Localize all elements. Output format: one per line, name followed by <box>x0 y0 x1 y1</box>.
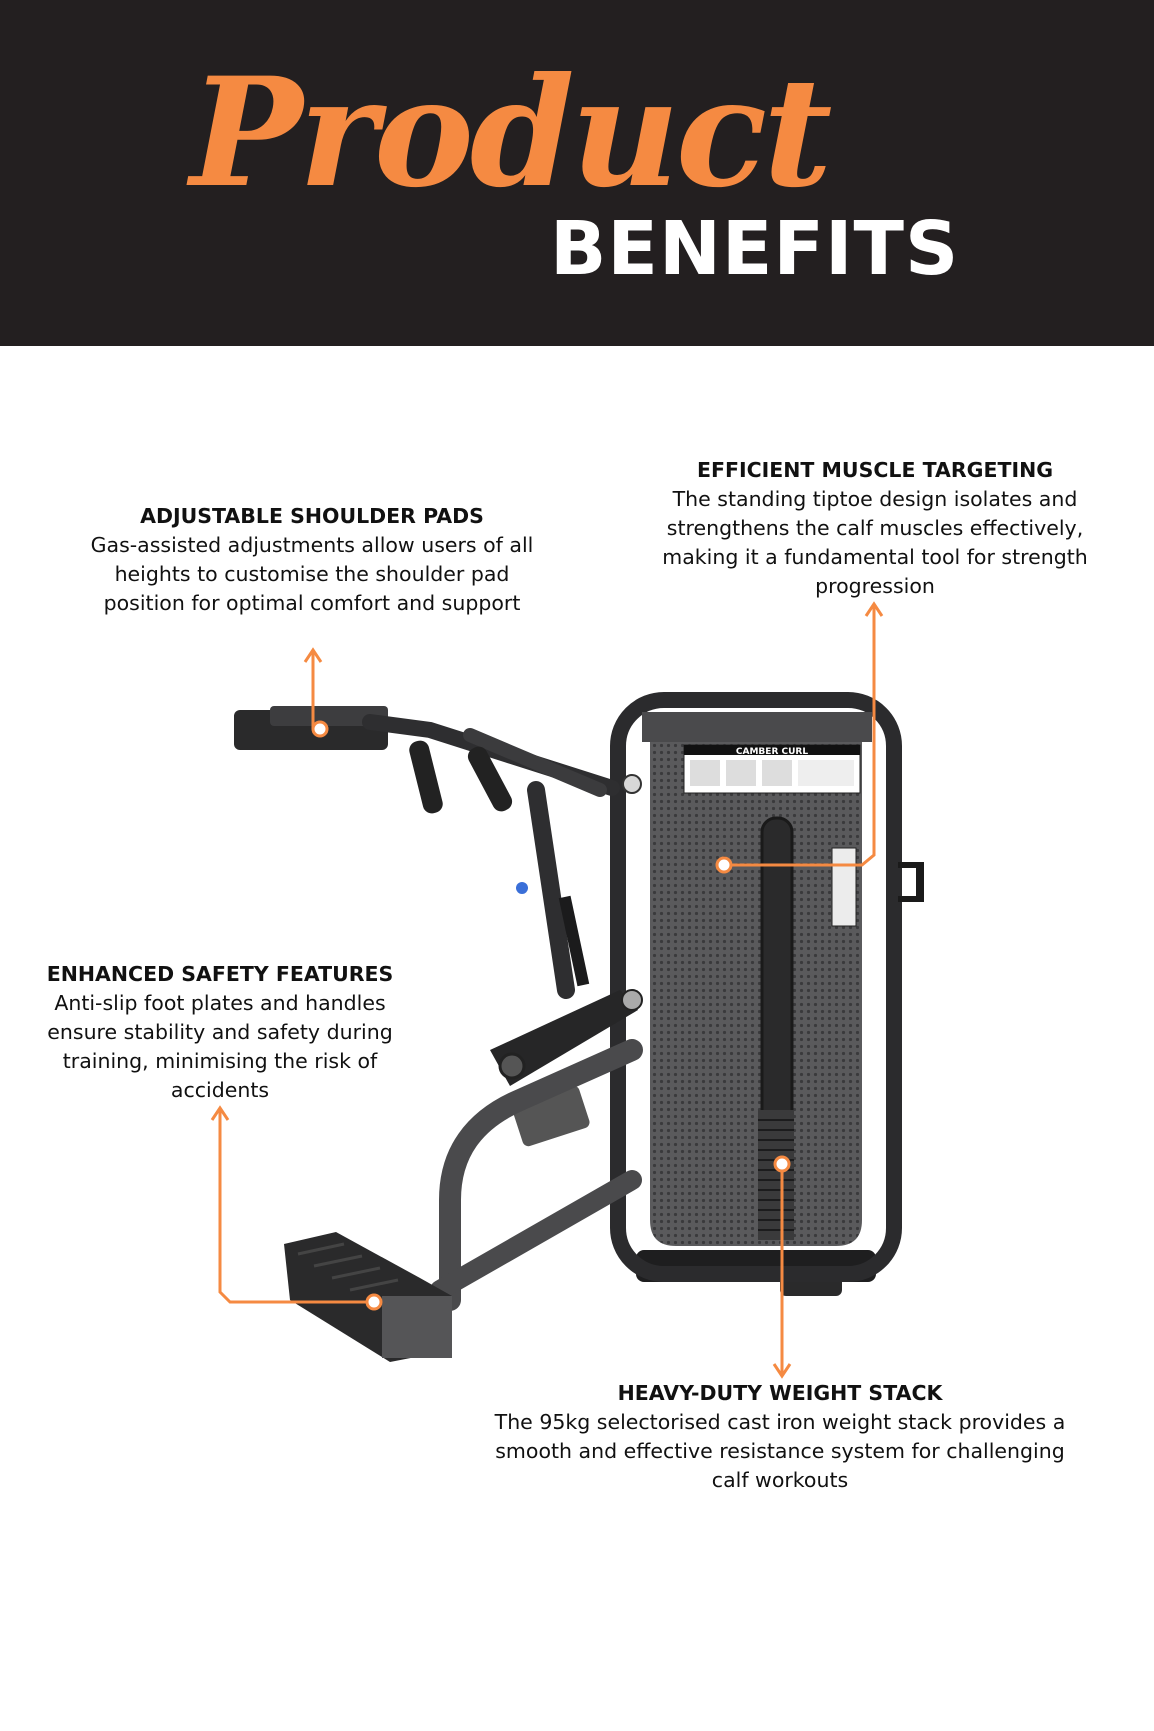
callout-body: Anti-slip foot plates and handles ensure… <box>47 991 393 1102</box>
callout-heading: ENHANCED SAFETY FEATURES <box>46 962 394 986</box>
callout-weight-stack: HEAVY-DUTY WEIGHT STACK The 95kg selecto… <box>480 1379 1080 1495</box>
side-handle <box>898 862 924 868</box>
callout-body: Gas-assisted adjustments allow users of … <box>90 533 534 615</box>
vertical-strut <box>527 781 575 999</box>
callout-safety-features: ENHANCED SAFETY FEATURES Anti-slip foot … <box>30 960 410 1105</box>
hand-grip-right <box>467 746 513 812</box>
page-title: BENEFITS <box>550 206 960 292</box>
gas-spring <box>558 895 590 987</box>
instruction-plate-bar <box>684 745 860 755</box>
frame-outer <box>610 692 902 1282</box>
callout-shoulder-pads: ADJUSTABLE SHOULDER PADS Gas-assisted ad… <box>90 502 534 618</box>
callout-heading: HEAVY-DUTY WEIGHT STACK <box>617 1381 943 1405</box>
warning-sticker <box>831 847 857 927</box>
lower-frame <box>439 1039 643 1311</box>
script-title: Product <box>190 45 832 221</box>
header-banner: Product BENEFITS <box>0 0 1154 346</box>
callout-body: The 95kg selectorised cast iron weight s… <box>494 1410 1066 1492</box>
cam-assembly <box>490 990 638 1086</box>
weight-stack <box>758 1110 794 1240</box>
callout-heading: ADJUSTABLE SHOULDER PADS <box>140 504 484 528</box>
callout-muscle-targeting: EFFICIENT MUSCLE TARGETING The standing … <box>645 456 1105 601</box>
callout-heading: EFFICIENT MUSCLE TARGETING <box>696 458 1054 482</box>
callout-leaders <box>210 601 884 1379</box>
mesh-shroud <box>650 742 862 1246</box>
callout-body: The standing tiptoe design isolates and … <box>662 487 1088 598</box>
hand-grip-left <box>409 740 443 814</box>
frame-inner <box>642 712 872 742</box>
machine-label: CAMBER CURL <box>736 747 808 757</box>
